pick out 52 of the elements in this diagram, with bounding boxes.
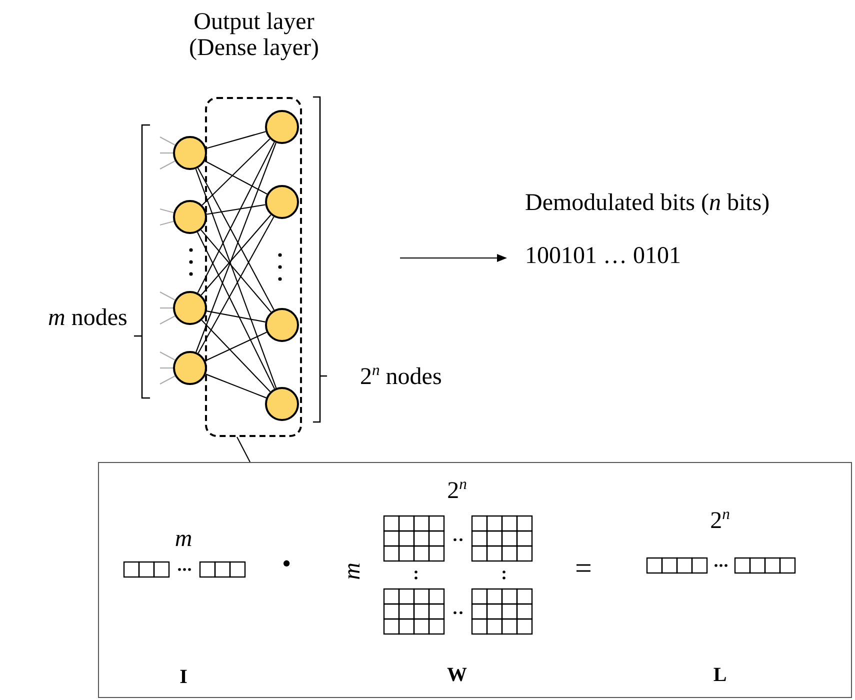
neuron-circle [265,185,299,219]
matrix-symbol: I [178,666,188,688]
neuron-circle [173,351,207,385]
connection-line [197,232,275,389]
connection-line [196,142,276,352]
neuron-circle [173,136,207,170]
connection-line [160,292,176,300]
neuron-circle [173,200,207,234]
connection-line [160,367,173,369]
connection-line [198,216,274,354]
connection-line [200,214,272,296]
connection-line [206,131,266,149]
arrow [400,254,507,262]
connection-line [160,136,176,146]
connection-line [160,376,176,384]
connection-line [160,160,176,170]
bracket-label: m nodes [48,305,128,332]
dimension-label: 2$^{n}$ [709,506,731,534]
connection-line [160,220,174,226]
connection-line [206,374,266,398]
dot-operator: • [282,550,292,579]
dimension-label: m [339,562,366,580]
detail-panel [98,462,852,698]
connection-line [160,307,173,309]
bracket-label: 2$^{n}$ nodes [360,362,442,390]
connection-line [160,352,176,360]
connection-line [201,320,271,392]
matrix-symbol: W [446,664,468,686]
connection-line [206,204,266,215]
connection-line [160,208,174,214]
neuron-circle [265,387,299,421]
neuron-circle [265,110,299,144]
neuron-circle [173,291,207,325]
connection-line [205,332,267,362]
connection-line [160,316,176,324]
leader-line [236,436,250,462]
connection-line [160,152,173,154]
dimension-label: m [174,526,194,552]
bit-sequence: 100101 … 0101 [525,243,681,270]
connection-line [206,310,266,322]
connection-line [202,138,270,206]
connection-line [198,168,274,310]
connection-line [195,168,277,388]
equals-sign: = [575,552,592,585]
neuron-circle [265,308,299,342]
connection-line [204,160,268,194]
connection-line [197,142,275,294]
dimension-label: 2$^{n}$ [446,476,468,504]
matrix-symbol: L [712,664,728,686]
layer-heading: Output layer (Dense layer) [188,9,320,62]
connection-line [200,230,272,312]
output-heading: Demodulated bits (n bits) [525,190,770,216]
